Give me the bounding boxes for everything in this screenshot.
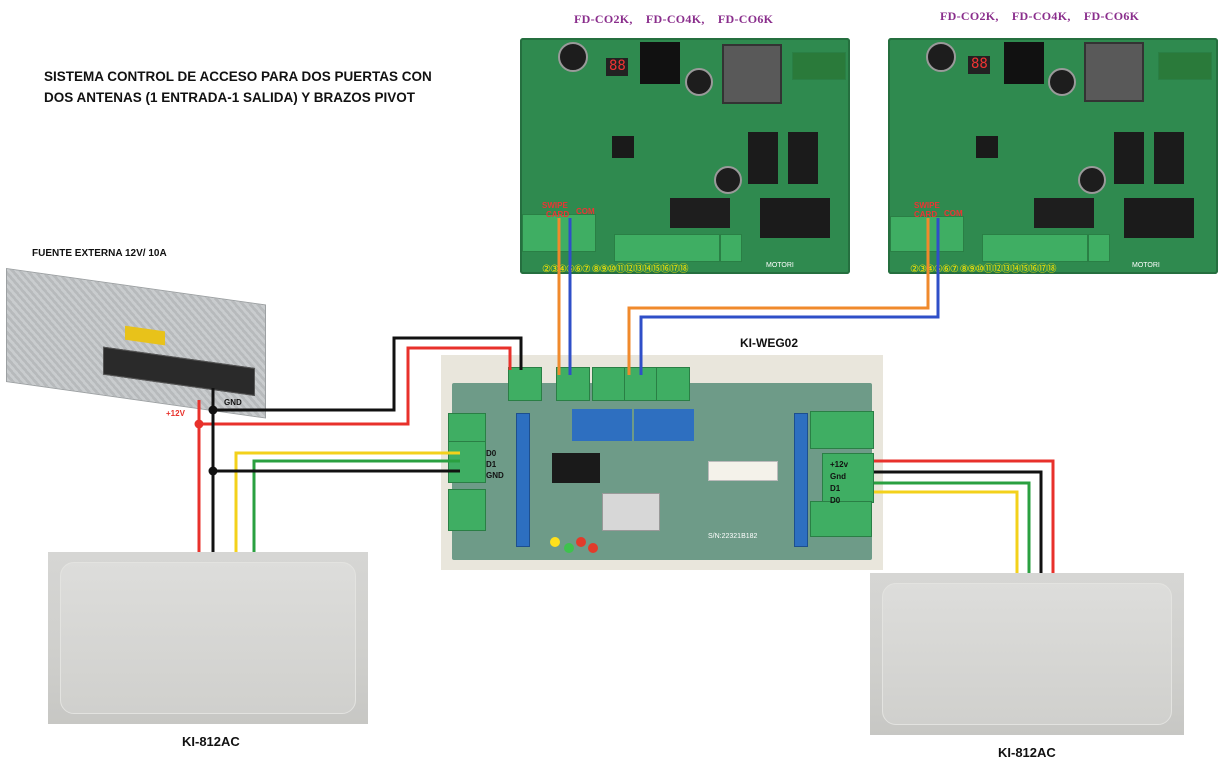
terminal-block bbox=[810, 411, 874, 449]
wire-yellow-antenna-left bbox=[234, 451, 460, 556]
terminal-numbers: ②③④⑤⑥⑦ ⑧⑨⑩⑪⑫⑬⑭⑮⑯⑰⑱ bbox=[542, 264, 688, 275]
card-label: CARD bbox=[546, 210, 570, 219]
terminal-block bbox=[448, 489, 486, 531]
antenna-reader-right bbox=[870, 573, 1184, 735]
power-supply-label: FUENTE EXTERNA 12V/ 10A bbox=[32, 248, 167, 259]
heatsink bbox=[1004, 42, 1044, 84]
wire-blue-right bbox=[639, 218, 940, 375]
terminal-block bbox=[982, 234, 1088, 262]
terminal-block bbox=[556, 367, 590, 401]
status-led bbox=[588, 543, 598, 553]
motor-board-right: 88 SWIPE CARD COM ②③④⑤⑥⑦ ⑧⑨⑩⑪⑫⑬⑭⑮⑯⑰⑱ MOT… bbox=[888, 38, 1218, 275]
pin-gnd: GND bbox=[486, 471, 504, 480]
relay bbox=[572, 409, 632, 441]
terminal-block bbox=[1088, 234, 1110, 262]
antenna-reader-face bbox=[60, 562, 356, 714]
wire-red-antenna-right bbox=[874, 459, 1055, 575]
antenna-reader-left bbox=[48, 552, 368, 724]
pin-gnd: Gnd bbox=[830, 472, 846, 481]
transformer bbox=[722, 44, 782, 104]
com-label: COM bbox=[944, 209, 963, 218]
ethernet-port bbox=[602, 493, 660, 531]
terminal-block bbox=[656, 367, 690, 401]
relay-bank bbox=[1034, 198, 1094, 228]
terminal-block bbox=[720, 234, 742, 262]
blue-terminal-strip bbox=[794, 413, 808, 547]
motor-board-models-left: FD-CO2K, FD-CO4K, FD-CO6K bbox=[574, 12, 774, 26]
pin-12v: +12v bbox=[830, 460, 849, 469]
pin-d1: D1 bbox=[830, 484, 841, 493]
status-led bbox=[576, 537, 586, 547]
relay-bank bbox=[670, 198, 730, 228]
relay bbox=[748, 132, 778, 184]
pin-d1: D1 bbox=[486, 460, 497, 469]
swipe-label: SWIPE bbox=[542, 201, 568, 210]
wire-orange-right bbox=[627, 218, 930, 375]
serial-number: S/N:22321B182 bbox=[708, 533, 758, 540]
microcontroller bbox=[552, 453, 600, 483]
wiegand-output-terminal bbox=[822, 453, 874, 503]
capacitor bbox=[926, 42, 956, 72]
controller-left-pins: D0 D1 GND bbox=[486, 448, 504, 481]
wire-green-antenna-left bbox=[252, 459, 460, 556]
terminal-block bbox=[448, 413, 486, 445]
capacitor bbox=[1048, 68, 1076, 96]
gnd-label: GND bbox=[224, 398, 242, 407]
terminal-block bbox=[1158, 52, 1212, 80]
terminal-numbers: ②③④⑤⑥⑦ ⑧⑨⑩⑪⑫⑬⑭⑮⑯⑰⑱ bbox=[910, 264, 1056, 275]
com-label: COM bbox=[576, 207, 595, 216]
status-led bbox=[550, 537, 560, 547]
status-led bbox=[564, 543, 574, 553]
diagram-title-line-2: DOS ANTENAS (1 ENTRADA-1 SALIDA) Y BRAZO… bbox=[44, 90, 416, 105]
relay bbox=[788, 132, 818, 184]
relay bbox=[1114, 132, 1144, 184]
pin-d0: D0 bbox=[486, 449, 497, 458]
antenna-right-label: KI-812AC bbox=[998, 745, 1056, 760]
capacitor bbox=[685, 68, 713, 96]
junction-dot bbox=[208, 466, 218, 476]
wire-green-antenna-right bbox=[874, 481, 1031, 575]
terminal-block bbox=[810, 501, 872, 537]
motor-board-left: 88 SWIPE CARD COM ②③④⑤⑥⑦ ⑧⑨⑩⑪⑫⑬⑭⑮⑯⑰⑱ MOT… bbox=[520, 38, 850, 275]
controller-right-pins: +12v Gnd D1 D0 bbox=[830, 459, 848, 507]
power-terminals bbox=[1124, 198, 1194, 238]
swipe-label: SWIPE bbox=[914, 201, 940, 210]
barcode-sticker bbox=[708, 461, 778, 481]
terminal-block bbox=[792, 52, 846, 80]
antenna-reader-face bbox=[882, 583, 1172, 725]
transformer bbox=[1084, 42, 1144, 102]
seven-segment-display: 88 bbox=[606, 58, 628, 76]
v12-label: +12V bbox=[166, 409, 185, 418]
wire-red-12v bbox=[197, 346, 512, 426]
brand-logo: MOTORI bbox=[1132, 262, 1160, 269]
blue-terminal-strip bbox=[516, 413, 530, 547]
brand-logo: MOTORI bbox=[766, 262, 794, 269]
antenna-left-label: KI-812AC bbox=[182, 734, 240, 749]
ic-chip bbox=[976, 136, 998, 158]
pin-d0: D0 bbox=[830, 496, 841, 505]
diagram-title-line-1: SISTEMA CONTROL DE ACCESO PARA DOS PUERT… bbox=[44, 69, 432, 84]
wire-black-antenna-right bbox=[874, 470, 1043, 575]
junction-dot bbox=[208, 405, 218, 415]
power-terminals bbox=[760, 198, 830, 238]
card-label: CARD bbox=[914, 210, 938, 219]
capacitor bbox=[714, 166, 742, 194]
controller-board: S/N:22321B182 bbox=[448, 367, 874, 560]
diagram-title: SISTEMA CONTROL DE ACCESO PARA DOS PUERT… bbox=[44, 66, 514, 108]
capacitor bbox=[1078, 166, 1106, 194]
ic-chip bbox=[612, 136, 634, 158]
terminal-block bbox=[614, 234, 720, 262]
heatsink bbox=[640, 42, 680, 84]
seven-segment-display: 88 bbox=[968, 56, 990, 74]
relay bbox=[634, 409, 694, 441]
terminal-block bbox=[508, 367, 542, 401]
motor-board-models-right: FD-CO2K, FD-CO4K, FD-CO6K bbox=[940, 9, 1140, 23]
wire-yellow-antenna-right bbox=[874, 490, 1019, 575]
junction-dot bbox=[194, 419, 204, 429]
relay bbox=[1154, 132, 1184, 184]
capacitor bbox=[558, 42, 588, 72]
controller-label: KI-WEG02 bbox=[740, 336, 799, 350]
